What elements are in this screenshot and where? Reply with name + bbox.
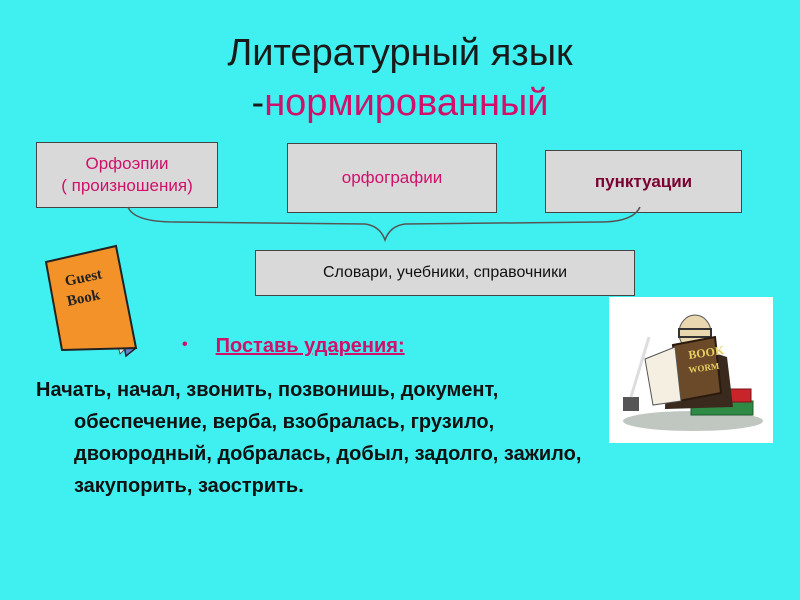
bookworm-image: BOOK WORM xyxy=(609,297,773,443)
sources-box: Словари, учебники, справочники xyxy=(255,250,635,296)
bookworm-text-1: BOOK xyxy=(687,343,725,362)
punctuation-box: пунктуации xyxy=(545,150,742,213)
exercise-words: Начать, начал, звонить, позвонишь, докум… xyxy=(36,379,582,497)
title-line2: -нормированный xyxy=(0,78,800,128)
bookworm-text-2: WORM xyxy=(688,361,721,375)
exercise-heading: • Поставь ударения: xyxy=(182,335,405,358)
orthography-label: орфографии xyxy=(341,168,443,187)
title-prefix: - xyxy=(251,82,265,124)
orthography-box: орфографии xyxy=(287,143,497,213)
title-accent-word: нормированный xyxy=(264,82,549,124)
exercise-heading-label: Поставь ударения: xyxy=(215,335,405,357)
guest-book-text-2: Book xyxy=(66,287,103,310)
orthoepy-label: Орфоэпии xyxy=(85,154,169,173)
punctuation-label: пунктуации xyxy=(594,171,693,191)
title-line1: Литературный язык xyxy=(227,32,573,74)
sources-label: Словари, учебники, справочники xyxy=(322,264,568,281)
exercise-bullet: • xyxy=(182,336,188,353)
slide-title: Литературный язык -нормированный xyxy=(0,28,800,128)
orthoepy-sublabel: ( произношения) xyxy=(61,176,193,195)
guest-book-icon: Guest Book xyxy=(44,244,138,358)
orthoepy-box: Орфоэпии ( произношения) xyxy=(36,142,218,208)
guest-book-text-1: Guest xyxy=(64,266,104,289)
bookworm-icon: BOOK WORM xyxy=(623,314,763,431)
